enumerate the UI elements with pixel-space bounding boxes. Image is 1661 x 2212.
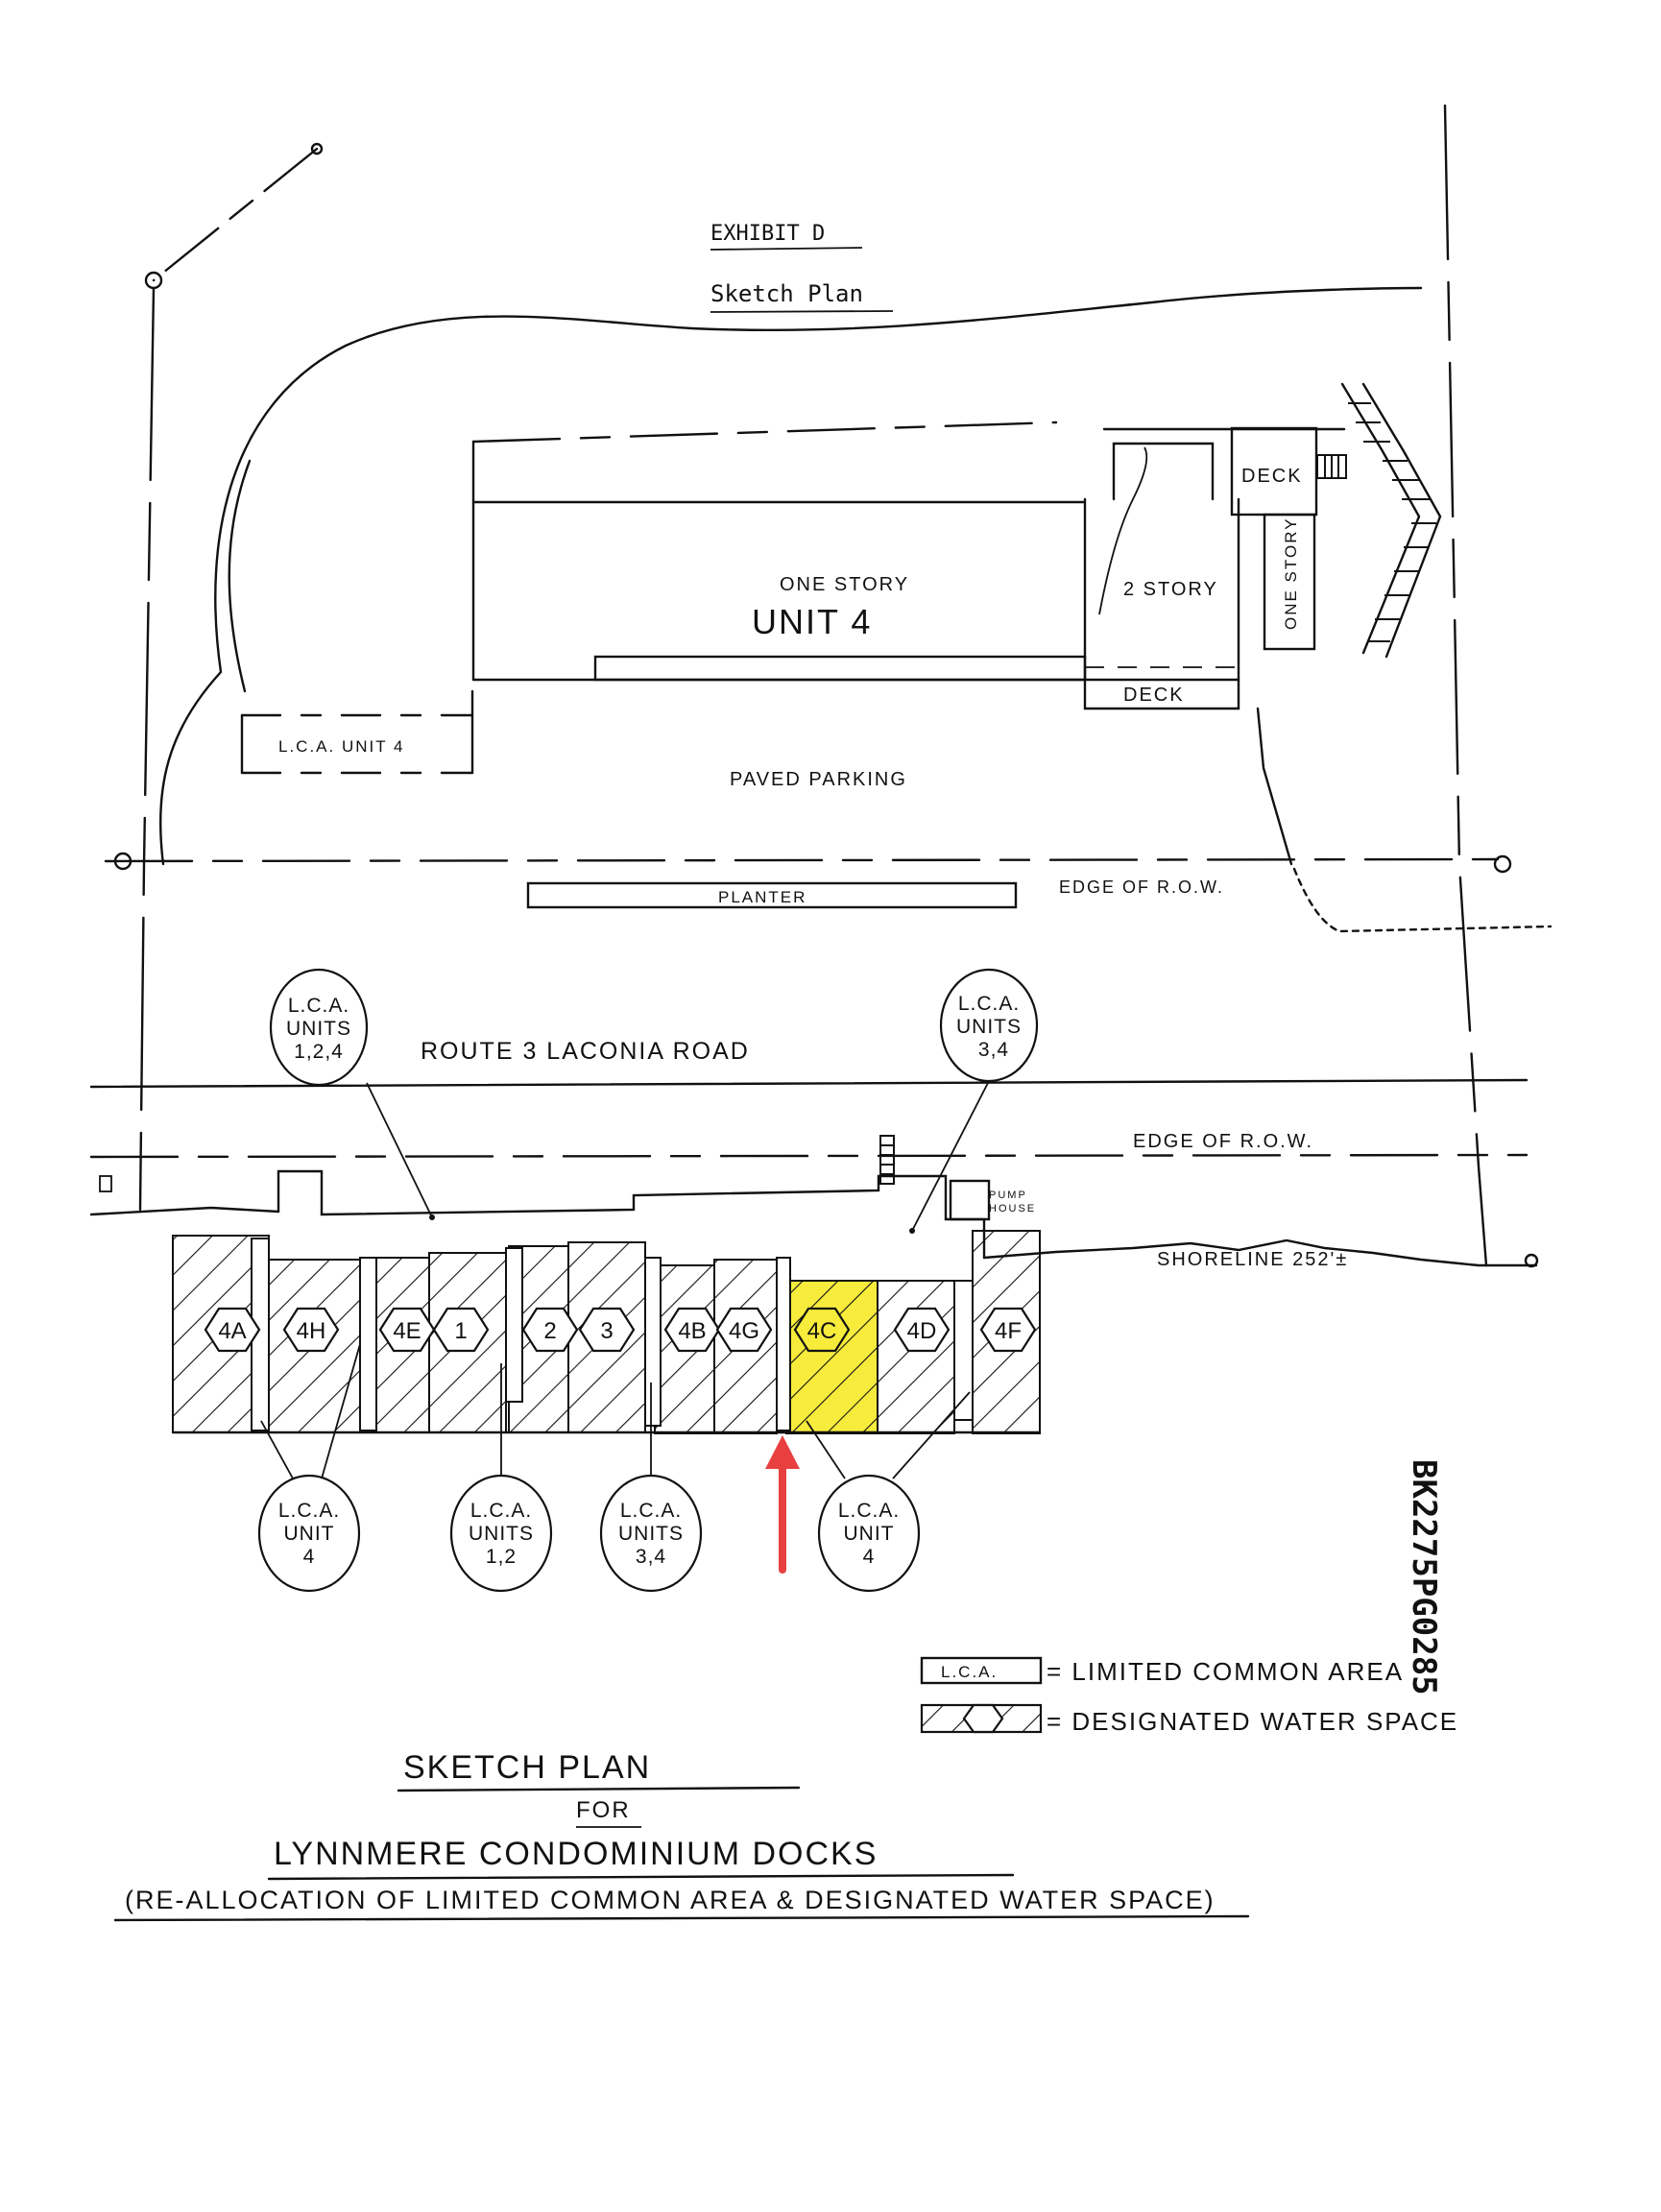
red-arrow-annotation bbox=[765, 1435, 800, 1574]
unit-4-label: UNIT 4 bbox=[752, 602, 872, 641]
svg-text:3,4: 3,4 bbox=[636, 1546, 666, 1568]
svg-text:UNITS: UNITS bbox=[286, 1018, 351, 1040]
svg-text:4E: 4E bbox=[393, 1318, 421, 1344]
svg-text:L.C.A.: L.C.A. bbox=[278, 1500, 340, 1522]
lca-unit-4-label: L.C.A. UNIT 4 bbox=[278, 737, 405, 756]
callout-lca-units-1-2: L.C.A. UNITS 1,2 bbox=[449, 1363, 553, 1593]
title-block: SKETCH PLAN FOR LYNNMERE CONDOMINIUM DOC… bbox=[113, 1749, 1250, 1922]
edge-row-upper-label: EDGE OF R.O.W. bbox=[1059, 878, 1224, 897]
slip-3: 3 bbox=[578, 1307, 636, 1353]
legend-lca-text: = LIMITED COMMON AREA bbox=[1047, 1657, 1404, 1686]
deck-bottom-label: DECK bbox=[1123, 685, 1185, 706]
svg-text:L.C.A.: L.C.A. bbox=[470, 1500, 532, 1522]
slip-4b: 4B bbox=[663, 1307, 721, 1353]
paved-parking-label: PAVED PARKING bbox=[730, 769, 907, 790]
slip-4h: 4H bbox=[282, 1307, 340, 1353]
callout-lca-units-1-2-4: L.C.A. UNITS 1,2,4 bbox=[269, 968, 435, 1220]
road-label: ROUTE 3 LACONIA ROAD bbox=[421, 1038, 750, 1065]
svg-text:4: 4 bbox=[303, 1546, 316, 1568]
title-line-1: SKETCH PLAN bbox=[403, 1749, 651, 1786]
svg-text:L.C.A.: L.C.A. bbox=[620, 1500, 682, 1522]
legend-lca-key: L.C.A. bbox=[941, 1663, 998, 1681]
svg-text:4C: 4C bbox=[807, 1318, 837, 1344]
slip-4d: 4D bbox=[893, 1307, 951, 1353]
slip-4e: 4E bbox=[378, 1307, 436, 1353]
svg-text:PLANTER: PLANTER bbox=[718, 888, 806, 906]
slip-4f: 4F bbox=[979, 1307, 1037, 1353]
svg-text:UNITS: UNITS bbox=[618, 1523, 684, 1545]
svg-text:4H: 4H bbox=[297, 1318, 326, 1344]
svg-text:4F: 4F bbox=[995, 1318, 1022, 1344]
driveway-outline bbox=[158, 286, 1423, 866]
book-page-stamp: BK2275PG0285 bbox=[1405, 1459, 1443, 1695]
shoreline-label: SHORELINE 252'± bbox=[1157, 1249, 1348, 1270]
svg-text:UNITS: UNITS bbox=[469, 1523, 534, 1545]
legend-water-text: = DESIGNATED WATER SPACE bbox=[1047, 1707, 1458, 1736]
callout-lca-units-3-4: L.C.A. UNITS 3,4 bbox=[909, 968, 1039, 1234]
svg-text:L.C.A.: L.C.A. bbox=[958, 993, 1020, 1015]
slip-2: 2 bbox=[521, 1307, 579, 1353]
svg-text:1,2: 1,2 bbox=[486, 1546, 517, 1568]
svg-text:4: 4 bbox=[863, 1546, 876, 1568]
slip-4c: 4C bbox=[793, 1307, 851, 1353]
svg-text:4G: 4G bbox=[729, 1318, 759, 1344]
svg-text:4A: 4A bbox=[218, 1318, 246, 1344]
exhibit-subtitle: Sketch Plan bbox=[710, 280, 863, 307]
slip-labels: 4A 4H 4E 1 2 3 4B 4G 4C 4D 4F bbox=[204, 1307, 1037, 1353]
legend: L.C.A. = LIMITED COMMON AREA = DESIGNATE… bbox=[920, 1656, 1458, 1736]
callout-lca-unit-4-right: L.C.A. UNIT 4 bbox=[806, 1391, 971, 1593]
title-line-3: LYNNMERE CONDOMINIUM DOCKS bbox=[274, 1836, 878, 1872]
svg-text:UNIT: UNIT bbox=[284, 1523, 335, 1545]
property-boundary bbox=[99, 104, 1539, 1268]
deck-top-label: DECK bbox=[1241, 466, 1303, 487]
road-line bbox=[89, 1078, 1529, 1089]
planter: PLANTER bbox=[526, 881, 1018, 909]
slip-4g: 4G bbox=[715, 1307, 773, 1353]
title-line-4: (RE-ALLOCATION OF LIMITED COMMON AREA & … bbox=[125, 1886, 1216, 1914]
dock-stairs bbox=[879, 1135, 895, 1185]
one-story-label: ONE STORY bbox=[780, 574, 909, 595]
svg-text:1: 1 bbox=[454, 1318, 467, 1344]
one-story-vertical-label: ONE STORY bbox=[1282, 517, 1300, 630]
exhibit-label: EXHIBIT D bbox=[710, 222, 825, 246]
pump-house-label-2: HOUSE bbox=[989, 1203, 1036, 1214]
row-line-upper bbox=[104, 857, 1500, 863]
svg-text:UNIT: UNIT bbox=[844, 1523, 895, 1545]
svg-text:3: 3 bbox=[600, 1318, 613, 1344]
slip-1: 1 bbox=[432, 1307, 490, 1353]
exhibit-header: EXHIBIT D Sketch Plan bbox=[710, 222, 894, 313]
title-line-2: FOR bbox=[576, 1797, 631, 1823]
callout-lca-unit-4-left: L.C.A. UNIT 4 bbox=[257, 1343, 361, 1593]
slip-4a: 4A bbox=[204, 1307, 261, 1353]
lca-unit-4-parking-box: L.C.A. UNIT 4 bbox=[240, 689, 474, 775]
unit-4-building: ONE STORY UNIT 4 2 STORY DECK DECK ONE S… bbox=[471, 382, 1553, 933]
svg-text:L.C.A.: L.C.A. bbox=[288, 995, 349, 1017]
svg-text:1,2,4: 1,2,4 bbox=[294, 1041, 344, 1063]
shoreline bbox=[89, 1206, 1538, 1267]
svg-text:2: 2 bbox=[543, 1318, 556, 1344]
svg-text:3,4: 3,4 bbox=[978, 1039, 1009, 1061]
svg-text:L.C.A.: L.C.A. bbox=[838, 1500, 900, 1522]
pump-house-label-1: PUMP bbox=[989, 1190, 1027, 1201]
row-line-lower bbox=[89, 1153, 1529, 1159]
two-story-label: 2 STORY bbox=[1123, 579, 1218, 600]
callout-lca-units-3-4-bottom: L.C.A. UNITS 3,4 bbox=[599, 1382, 703, 1593]
svg-text:4D: 4D bbox=[907, 1318, 937, 1344]
svg-text:4B: 4B bbox=[678, 1318, 706, 1344]
edge-row-lower-label: EDGE OF R.O.W. bbox=[1133, 1131, 1313, 1152]
svg-text:UNITS: UNITS bbox=[956, 1016, 1022, 1038]
